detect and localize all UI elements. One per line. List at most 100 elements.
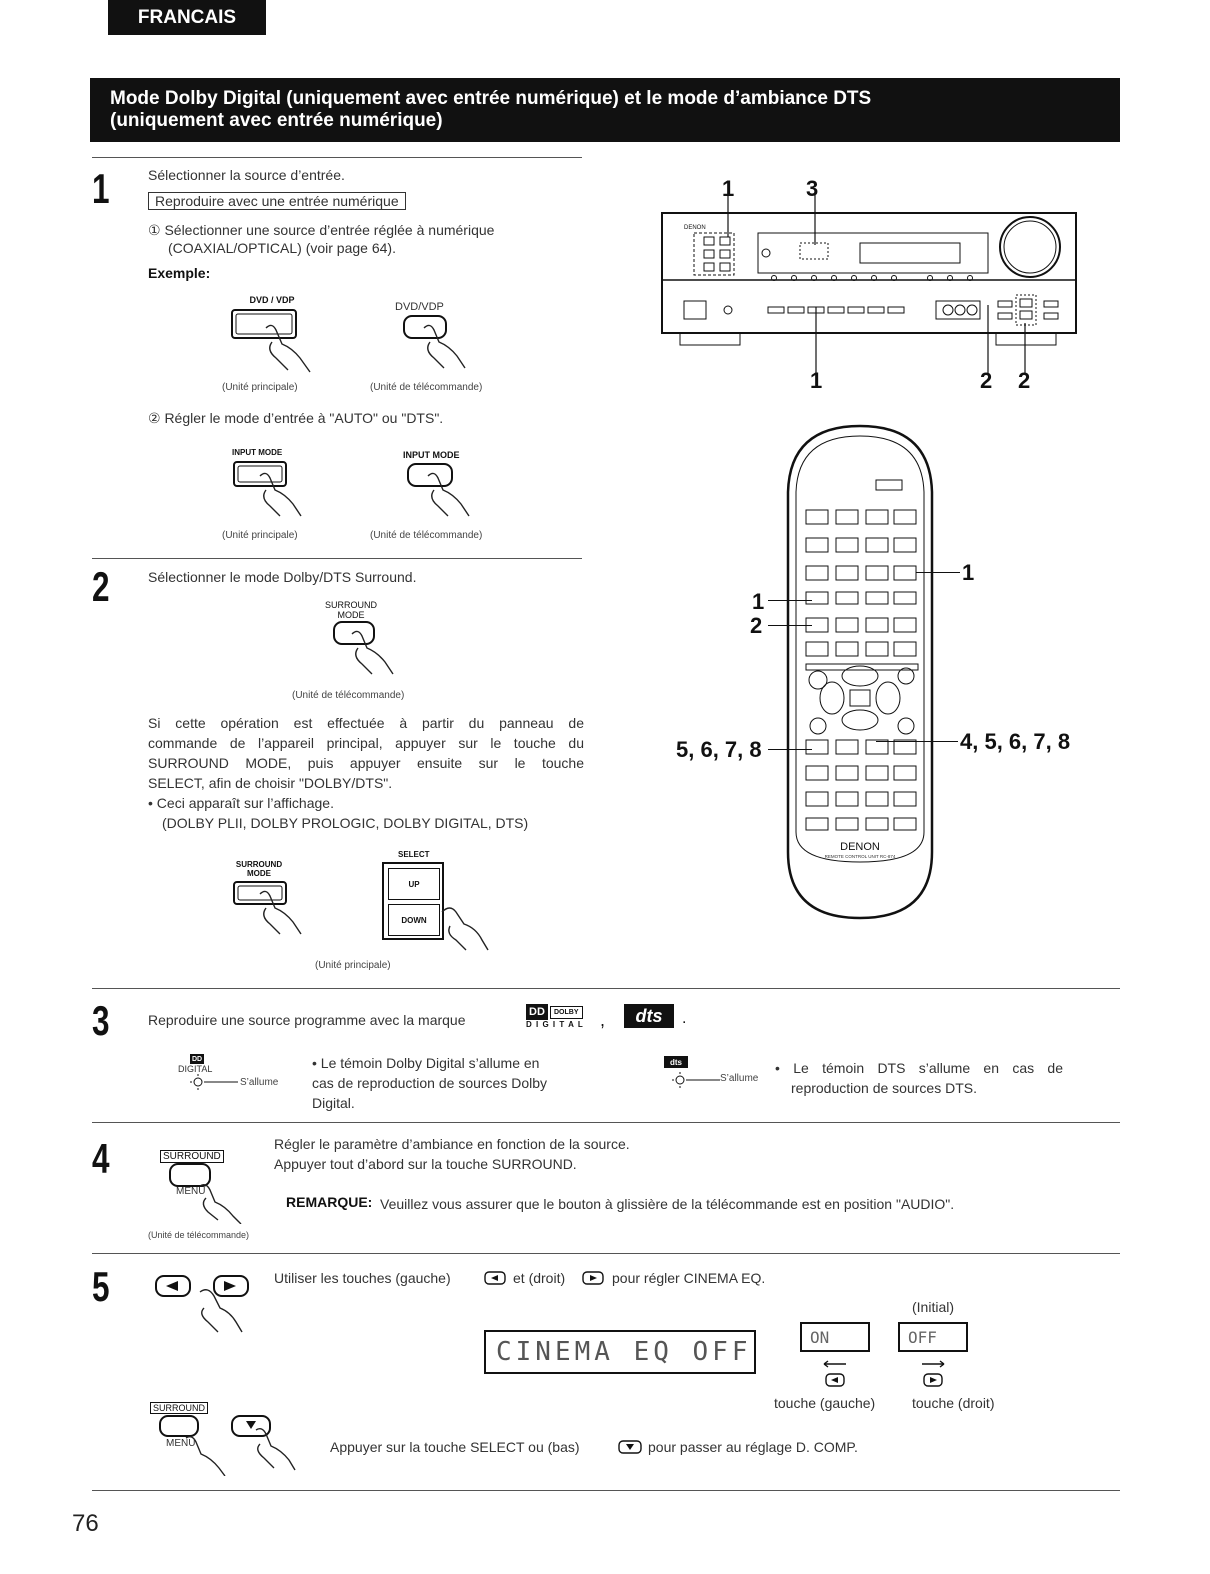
remote-callout-2-left: 2 — [750, 613, 763, 638]
btn-input-main-label: INPUT MODE — [232, 448, 283, 457]
section-title: Mode Dolby Digital (uniquement avec entr… — [90, 78, 1120, 142]
callout-top-1: 1 — [722, 176, 735, 201]
step5-line2-a: Appuyer sur la touche SELECT ou (bas) — [330, 1439, 580, 1455]
select-down-button: DOWN — [388, 904, 440, 936]
dolby-note-l2: cas de reproduction de sources Dolby — [312, 1075, 548, 1091]
step-number: 3 — [92, 997, 110, 1044]
sallume-label: S’allume — [240, 1077, 279, 1088]
digital-logo-text: D I G I T A L — [526, 1020, 584, 1029]
remote-brand: DENON — [840, 841, 880, 853]
down-arrow-icon — [246, 1421, 256, 1429]
remote-callout-5-6-7-8: 5, 6, 7, 8 — [676, 737, 762, 762]
callout-line — [916, 572, 960, 573]
step1-instruction: Sélectionner la source d’entrée. — [148, 167, 345, 183]
step1-sub1-line2: (COAXIAL/OPTICAL) (voir page 64). — [168, 240, 396, 256]
section-title-line1: Mode Dolby Digital (uniquement avec entr… — [110, 88, 872, 109]
step-number: 1 — [92, 165, 110, 212]
menu-label-2: MENU — [166, 1438, 196, 1449]
btn-surround-main-label-l2: MODE — [247, 869, 271, 878]
surround-button-label: SURROUND — [160, 1150, 224, 1163]
step2-bullet-l1: • Ceci apparaît sur l’affichage. — [148, 795, 334, 811]
btn-surround-main-label-l1: SURROUND — [235, 860, 283, 869]
callout-bottom-1: 1 — [810, 368, 823, 393]
lcd-off: OFF — [898, 1322, 968, 1352]
hand-press-illustration — [441, 907, 489, 951]
btn-surround-remote-label: SURROUND MODE — [322, 600, 380, 620]
caption-remote: (Unité de télécommande) — [370, 382, 483, 393]
remote-callout-4-5-6-7-8: 4, 5, 6, 7, 8 — [960, 729, 1071, 754]
step3-instruction: Reproduire une source programme avec la … — [148, 1012, 466, 1028]
callout-line — [768, 749, 812, 750]
right-key-icon — [582, 1271, 604, 1285]
surround-down-buttons-illustration — [159, 1415, 296, 1476]
step5-line2-b: pour passer au réglage D. COMP. — [648, 1439, 858, 1455]
select-button-group: UP DOWN — [382, 862, 444, 940]
example-label: Exemple: — [148, 265, 211, 281]
receiver-brand: DENON — [684, 225, 706, 231]
remark-label: REMARQUE: — [286, 1194, 373, 1210]
step-number: 5 — [92, 1263, 110, 1310]
btn-surround-main-label: SURROUND MODE — [230, 860, 288, 878]
press-surround-mode-remote-illustration — [333, 621, 394, 675]
divider — [92, 1122, 1120, 1123]
press-main-button-illustration — [231, 309, 311, 373]
dolby-note-l1: • Le témoin Dolby Digital s’allume en — [312, 1055, 540, 1071]
page-number: 76 — [72, 1510, 99, 1537]
btn-main-label: DVD / VDP — [249, 295, 295, 305]
callout-line — [768, 600, 812, 601]
press-input-mode-main-illustration — [233, 461, 302, 517]
remote-callout-1-right: 1 — [962, 560, 975, 585]
callout-bottom-2a: 2 — [980, 368, 993, 393]
step5-line1-a: Utiliser les touches (gauche) — [274, 1270, 451, 1286]
step4-line1: Régler le paramètre d’ambiance en foncti… — [274, 1136, 630, 1152]
caption-main-2: (Unité principale) — [222, 530, 298, 541]
right-arrow-icon — [224, 1281, 236, 1291]
step2-para-l4: SELECT, afin de choisir "DOLBY/DTS". — [148, 775, 393, 791]
press-input-mode-remote-illustration — [407, 463, 470, 517]
press-surround-button-illustration — [169, 1163, 242, 1224]
step5-line1-c: pour régler CINEMA EQ. — [612, 1270, 766, 1286]
lcd-cinema-eq: CINEMA EQ OFF — [484, 1330, 756, 1374]
lcd-on: ON — [800, 1322, 870, 1352]
dolby-note-l3: Digital. — [312, 1095, 355, 1111]
indicator-digital-label: DIGITAL — [178, 1064, 213, 1074]
caption-main-3: (Unité principale) — [315, 960, 391, 971]
end-dot: . — [682, 1010, 687, 1027]
divider — [92, 1490, 1120, 1491]
step4-line2: Appuyer tout d’abord sur la touche SURRO… — [274, 1156, 577, 1172]
btn-surround-remote-label-l2: MODE — [337, 610, 365, 620]
step1-boxed-label: Reproduire avec une entrée numérique — [148, 192, 406, 210]
section-title-line2: (uniquement avec entrée numérique) — [110, 110, 443, 131]
dolby-dd-icon: DD — [526, 1004, 548, 1020]
caption-remote-3: (Unité de télécommande) — [292, 690, 405, 701]
step4-caption: (Unité de télécommande) — [148, 1230, 250, 1240]
dolby-indicator-icon: DD — [190, 1054, 204, 1064]
divider — [92, 558, 582, 559]
right-arrow-key-icon — [922, 1360, 945, 1387]
step2-instruction: Sélectionner le mode Dolby/DTS Surround. — [148, 569, 417, 585]
language-tab: FRANCAIS — [108, 0, 266, 35]
step5-line1-b: et (droit) — [513, 1270, 566, 1286]
step-number: 2 — [92, 563, 110, 610]
press-remote-button-illustration — [403, 315, 466, 369]
press-surround-mode-main-illustration — [233, 881, 302, 935]
initial-label: (Initial) — [912, 1299, 955, 1315]
left-arrow-icon — [166, 1281, 178, 1291]
sallume-label: S’allume — [720, 1073, 759, 1084]
caption-remote-2: (Unité de télécommande) — [370, 530, 483, 541]
remote-callout-1-left: 1 — [752, 589, 765, 614]
dts-note-l2: reproduction de sources DTS. — [791, 1080, 977, 1096]
callout-bottom-2b: 2 — [1018, 368, 1031, 393]
left-caption: touche (gauche) — [774, 1395, 876, 1411]
btn-surround-remote-label-l1: SURROUND — [324, 600, 377, 610]
logo-separator: , — [600, 1010, 606, 1030]
callout-line — [768, 625, 812, 626]
indicator-lamp-icon — [672, 1072, 720, 1088]
step1-sub1-line1: ① Sélectionner une source d’entrée réglé… — [148, 222, 495, 238]
btn-remote-label: DVD/VDP — [395, 301, 444, 313]
step2-para-l2: commande de l’appareil principal, appuye… — [148, 735, 584, 751]
step2-para-l1: Si cette opération est effectuée à parti… — [148, 715, 584, 731]
left-key-icon — [484, 1271, 506, 1285]
dts-note-l1: • Le témoin DTS s’allume en cas de — [775, 1060, 1063, 1076]
caption-main: (Unité principale) — [222, 382, 298, 393]
